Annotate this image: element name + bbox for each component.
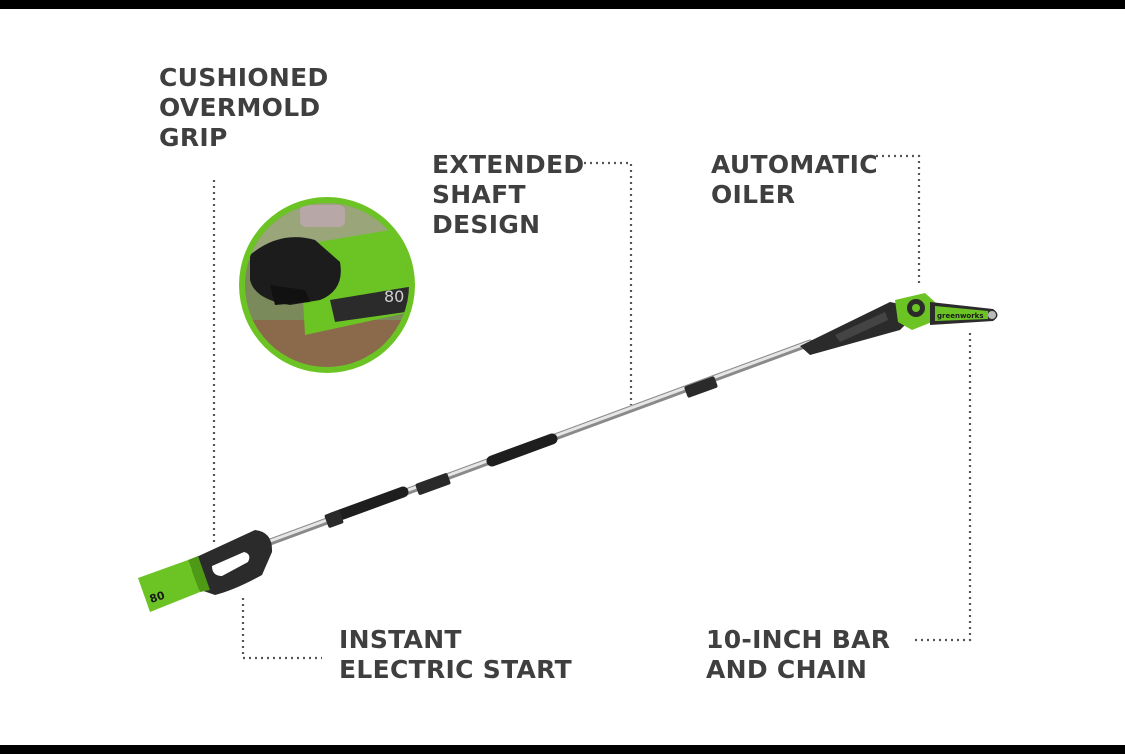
battery-badge-text: 80	[148, 589, 167, 606]
shaft-clamp	[415, 473, 451, 495]
handle-assembly: 80	[138, 530, 273, 612]
feature-label-shaft: EXTENDED SHAFT DESIGN	[432, 150, 585, 239]
closeup-badge-text: 80	[384, 287, 404, 306]
product-panel	[0, 9, 1125, 745]
bar-leader-line	[915, 330, 972, 642]
shaft-foam-grip	[486, 433, 558, 467]
grip-closeup: 80	[239, 197, 415, 373]
saw-head: greenworks	[800, 293, 998, 355]
shaft	[258, 339, 814, 549]
feature-label-bar: 10-INCH BAR AND CHAIN	[706, 625, 891, 684]
shaft-leader-line	[578, 161, 633, 405]
feature-label-grip: CUSHIONED OVERMOLD GRIP	[159, 63, 329, 152]
shaft-clamp	[324, 510, 344, 528]
feature-label-start: INSTANT ELECTRIC START	[339, 625, 572, 684]
oiler-leader-line	[876, 154, 921, 287]
leader-lines	[212, 154, 972, 660]
shaft-foam-grip	[326, 486, 409, 524]
start-leader-line	[241, 598, 322, 660]
feature-label-oiler: AUTOMATIC OILER	[711, 150, 878, 209]
shaft-clamp	[684, 376, 718, 398]
head-brand-text: greenworks	[937, 312, 984, 320]
